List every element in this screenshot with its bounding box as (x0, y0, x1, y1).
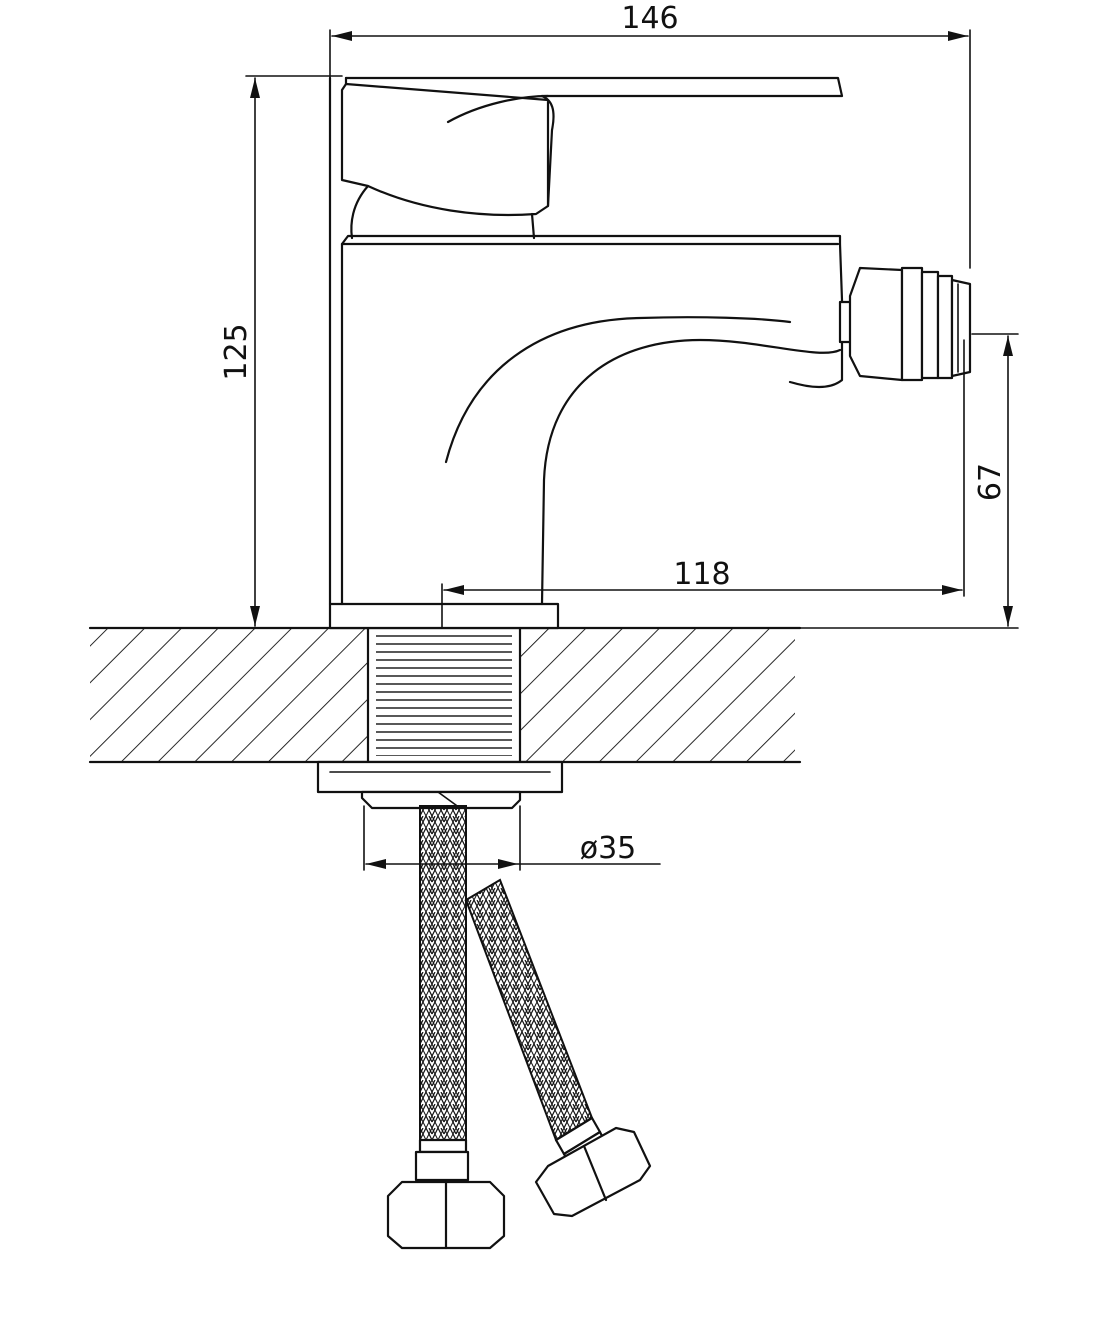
dimension-mount-diameter-label: ø35 (580, 831, 637, 866)
lever-handle (340, 76, 844, 240)
dimension-spout-reach-label: 118 (673, 557, 730, 592)
dimension-spout-height: 67 (799, 333, 1019, 629)
dimension-width-label: 146 (621, 1, 678, 36)
dimension-mount-diameter: ø35 (363, 805, 661, 871)
dimension-width: 146 (329, 1, 971, 269)
dimension-spout-reach: 118 (441, 557, 963, 629)
dimension-height-label: 125 (219, 323, 254, 380)
flexible-hose-left (386, 805, 506, 1250)
dimension-spout-height-label: 67 (973, 463, 1008, 501)
dimension-height: 125 (219, 75, 343, 627)
flexible-hose-right (464, 878, 652, 1218)
faucet-body (328, 76, 972, 630)
countertop-section (88, 626, 802, 764)
mounting-nut (316, 760, 564, 810)
